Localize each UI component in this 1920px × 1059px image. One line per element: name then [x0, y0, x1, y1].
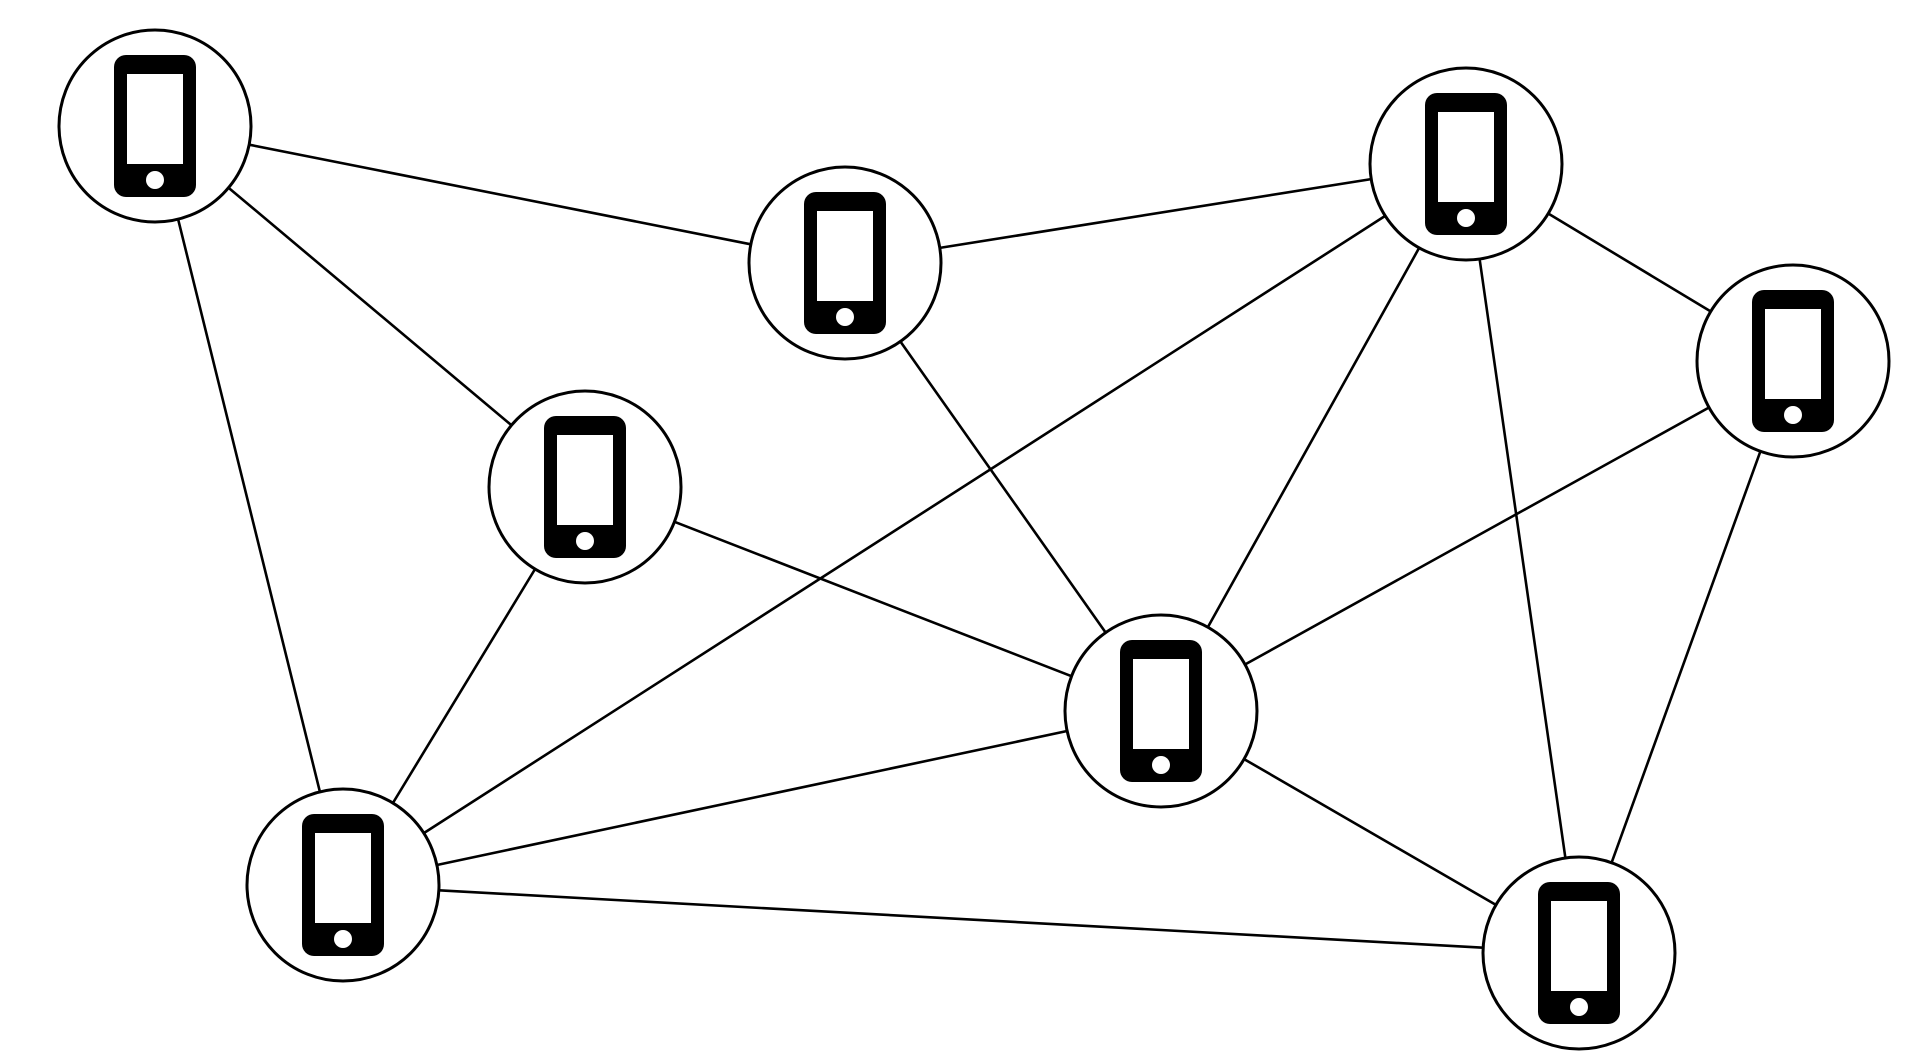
- edge-n2-n7: [898, 340, 1107, 634]
- edge-n5-n7: [673, 520, 1073, 678]
- edge-n6-n9: [437, 888, 1485, 950]
- edge-n4-n9: [1610, 449, 1762, 865]
- edge-n3-n7: [1206, 246, 1421, 629]
- edge-n3-n9: [1478, 257, 1567, 860]
- edge-n1-n5: [227, 186, 513, 427]
- smartphone-icon: [1120, 640, 1202, 782]
- network-node: [57, 28, 253, 224]
- network-node: [487, 389, 683, 585]
- edge-n4-n7: [1243, 406, 1711, 666]
- smartphone-icon: [114, 55, 196, 197]
- edges-layer: [176, 143, 1762, 950]
- smartphone-icon: [1752, 290, 1834, 432]
- network-node: [1481, 855, 1677, 1051]
- network-node: [1063, 613, 1259, 809]
- edge-n1-n2: [247, 143, 753, 246]
- edge-n2-n3: [938, 177, 1373, 250]
- nodes-layer: [57, 28, 1891, 1051]
- smartphone-icon: [804, 192, 886, 334]
- smartphone-icon: [544, 416, 626, 558]
- smartphone-icon: [1425, 93, 1507, 235]
- network-node: [1368, 66, 1564, 262]
- network-node: [245, 787, 441, 983]
- network-node: [747, 165, 943, 361]
- edge-n3-n6: [422, 214, 1387, 835]
- smartphone-icon: [1538, 882, 1620, 1024]
- edge-n1-n6: [176, 217, 322, 794]
- edge-n6-n7: [435, 729, 1069, 867]
- network-node: [1695, 263, 1891, 459]
- edge-n7-n9: [1242, 757, 1498, 907]
- edge-n3-n4: [1546, 212, 1713, 313]
- edge-n5-n6: [391, 567, 537, 805]
- smartphone-icon: [302, 814, 384, 956]
